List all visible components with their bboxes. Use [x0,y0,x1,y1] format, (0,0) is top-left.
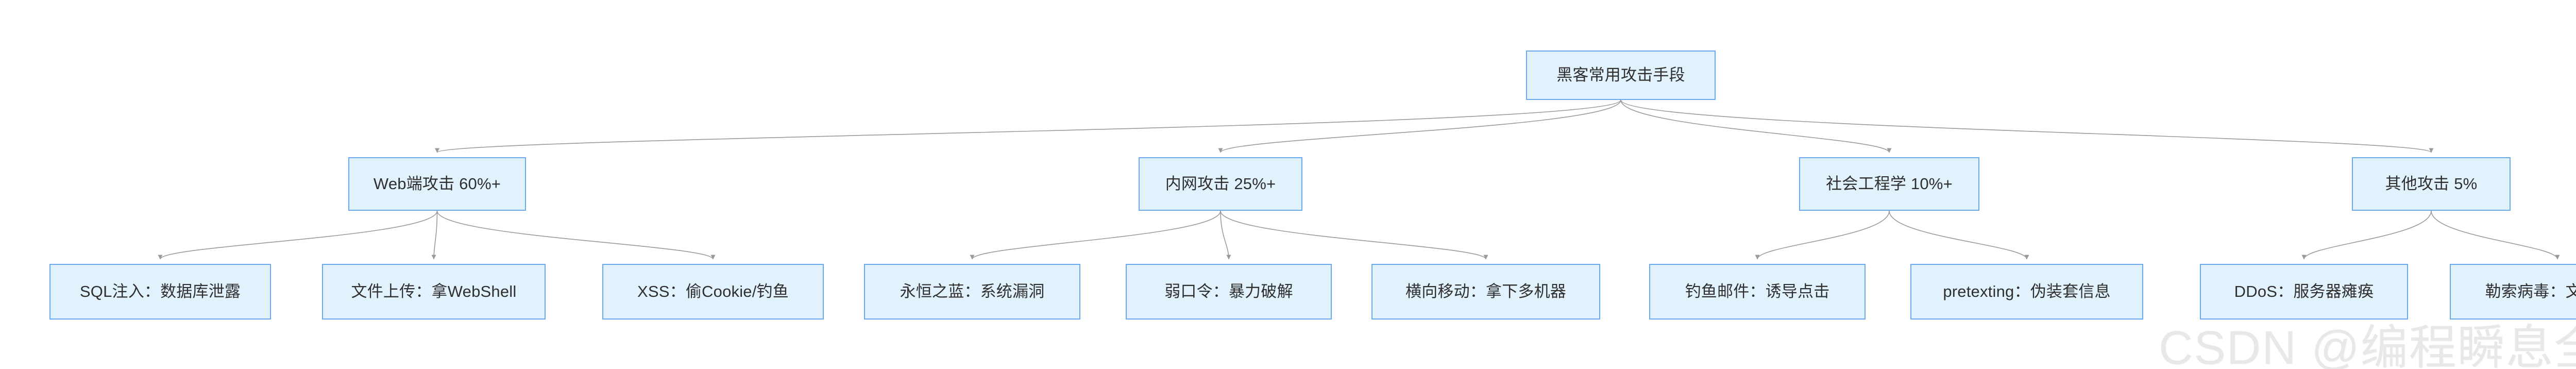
edge-l2_web-to-leaf_xss [436,210,716,260]
node-lateral-movement-label: 横向移动：拿下多机器 [1405,282,1566,301]
edge-l2_web-to-leaf_upload [431,210,438,260]
edge-root-to-l2_web [435,99,1621,153]
node-pretexting[interactable]: pretexting：伪装套信息 [1910,264,2143,320]
node-web-attack[interactable]: Web端攻击 60%+ [348,157,526,211]
node-eternalblue-label: 永恒之蓝：系统漏洞 [900,282,1045,301]
edge-root-to-l2_social [1620,99,1892,153]
node-lateral-movement[interactable]: 横向移动：拿下多机器 [1371,264,1600,320]
edge-l2_other-to-leaf_ransom [2431,210,2560,260]
edge-l2_web-to-leaf_sql [158,210,438,260]
edge-l2_intranet-to-leaf_eternalblue [970,210,1221,260]
edge-l2_intranet-to-leaf_lateral [1220,210,1488,260]
node-social-engineering[interactable]: 社会工程学 10%+ [1799,157,1979,211]
node-xss[interactable]: XSS：偷Cookie/钓鱼 [602,264,824,320]
node-file-upload-label: 文件上传：拿WebShell [351,282,517,301]
node-phishing-email[interactable]: 钓鱼邮件：诱导点击 [1649,264,1866,320]
node-root[interactable]: 黑客常用攻击手段 [1526,51,1716,100]
edge-l2_other-to-leaf_ddos [2301,210,2432,260]
node-other-attack[interactable]: 其他攻击 5% [2352,157,2511,211]
csdn-watermark: CSDN @编程瞬息全宇宙 [2159,322,2576,369]
edge-l2_social-to-leaf_phishing [1755,210,1890,260]
node-xss-label: XSS：偷Cookie/钓鱼 [637,282,789,301]
node-ddos[interactable]: DDoS：服务器瘫痪 [2200,264,2408,320]
node-weak-password[interactable]: 弱口令：暴力破解 [1126,264,1332,320]
edge-root-to-l2_intranet [1218,99,1621,153]
node-ransomware[interactable]: 勒索病毒：文件加密 [2450,264,2576,320]
node-phishing-email-label: 钓鱼邮件：诱导点击 [1685,282,1830,301]
node-ransomware-label: 勒索病毒：文件加密 [2485,282,2576,301]
node-root-label: 黑客常用攻击手段 [1556,66,1685,85]
node-pretexting-label: pretexting：伪装套信息 [1943,282,2111,301]
node-file-upload[interactable]: 文件上传：拿WebShell [322,264,546,320]
node-intranet-attack-label: 内网攻击 25%+ [1165,175,1276,193]
node-weak-password-label: 弱口令：暴力破解 [1164,282,1293,301]
node-sql-injection[interactable]: SQL注入：数据库泄露 [49,264,271,320]
node-social-engineering-label: 社会工程学 10%+ [1826,175,1953,193]
edge-root-to-l2_other [1620,99,2434,153]
node-web-attack-label: Web端攻击 60%+ [373,175,501,193]
node-intranet-attack[interactable]: 内网攻击 25%+ [1139,157,1302,211]
node-eternalblue[interactable]: 永恒之蓝：系统漏洞 [864,264,1080,320]
edge-l2_social-to-leaf_pretexting [1889,210,2029,260]
node-sql-injection-label: SQL注入：数据库泄露 [79,282,241,301]
edge-l2_intranet-to-leaf_weakpass [1220,210,1231,260]
node-other-attack-label: 其他攻击 5% [2385,175,2478,193]
node-ddos-label: DDoS：服务器瘫痪 [2234,282,2374,301]
